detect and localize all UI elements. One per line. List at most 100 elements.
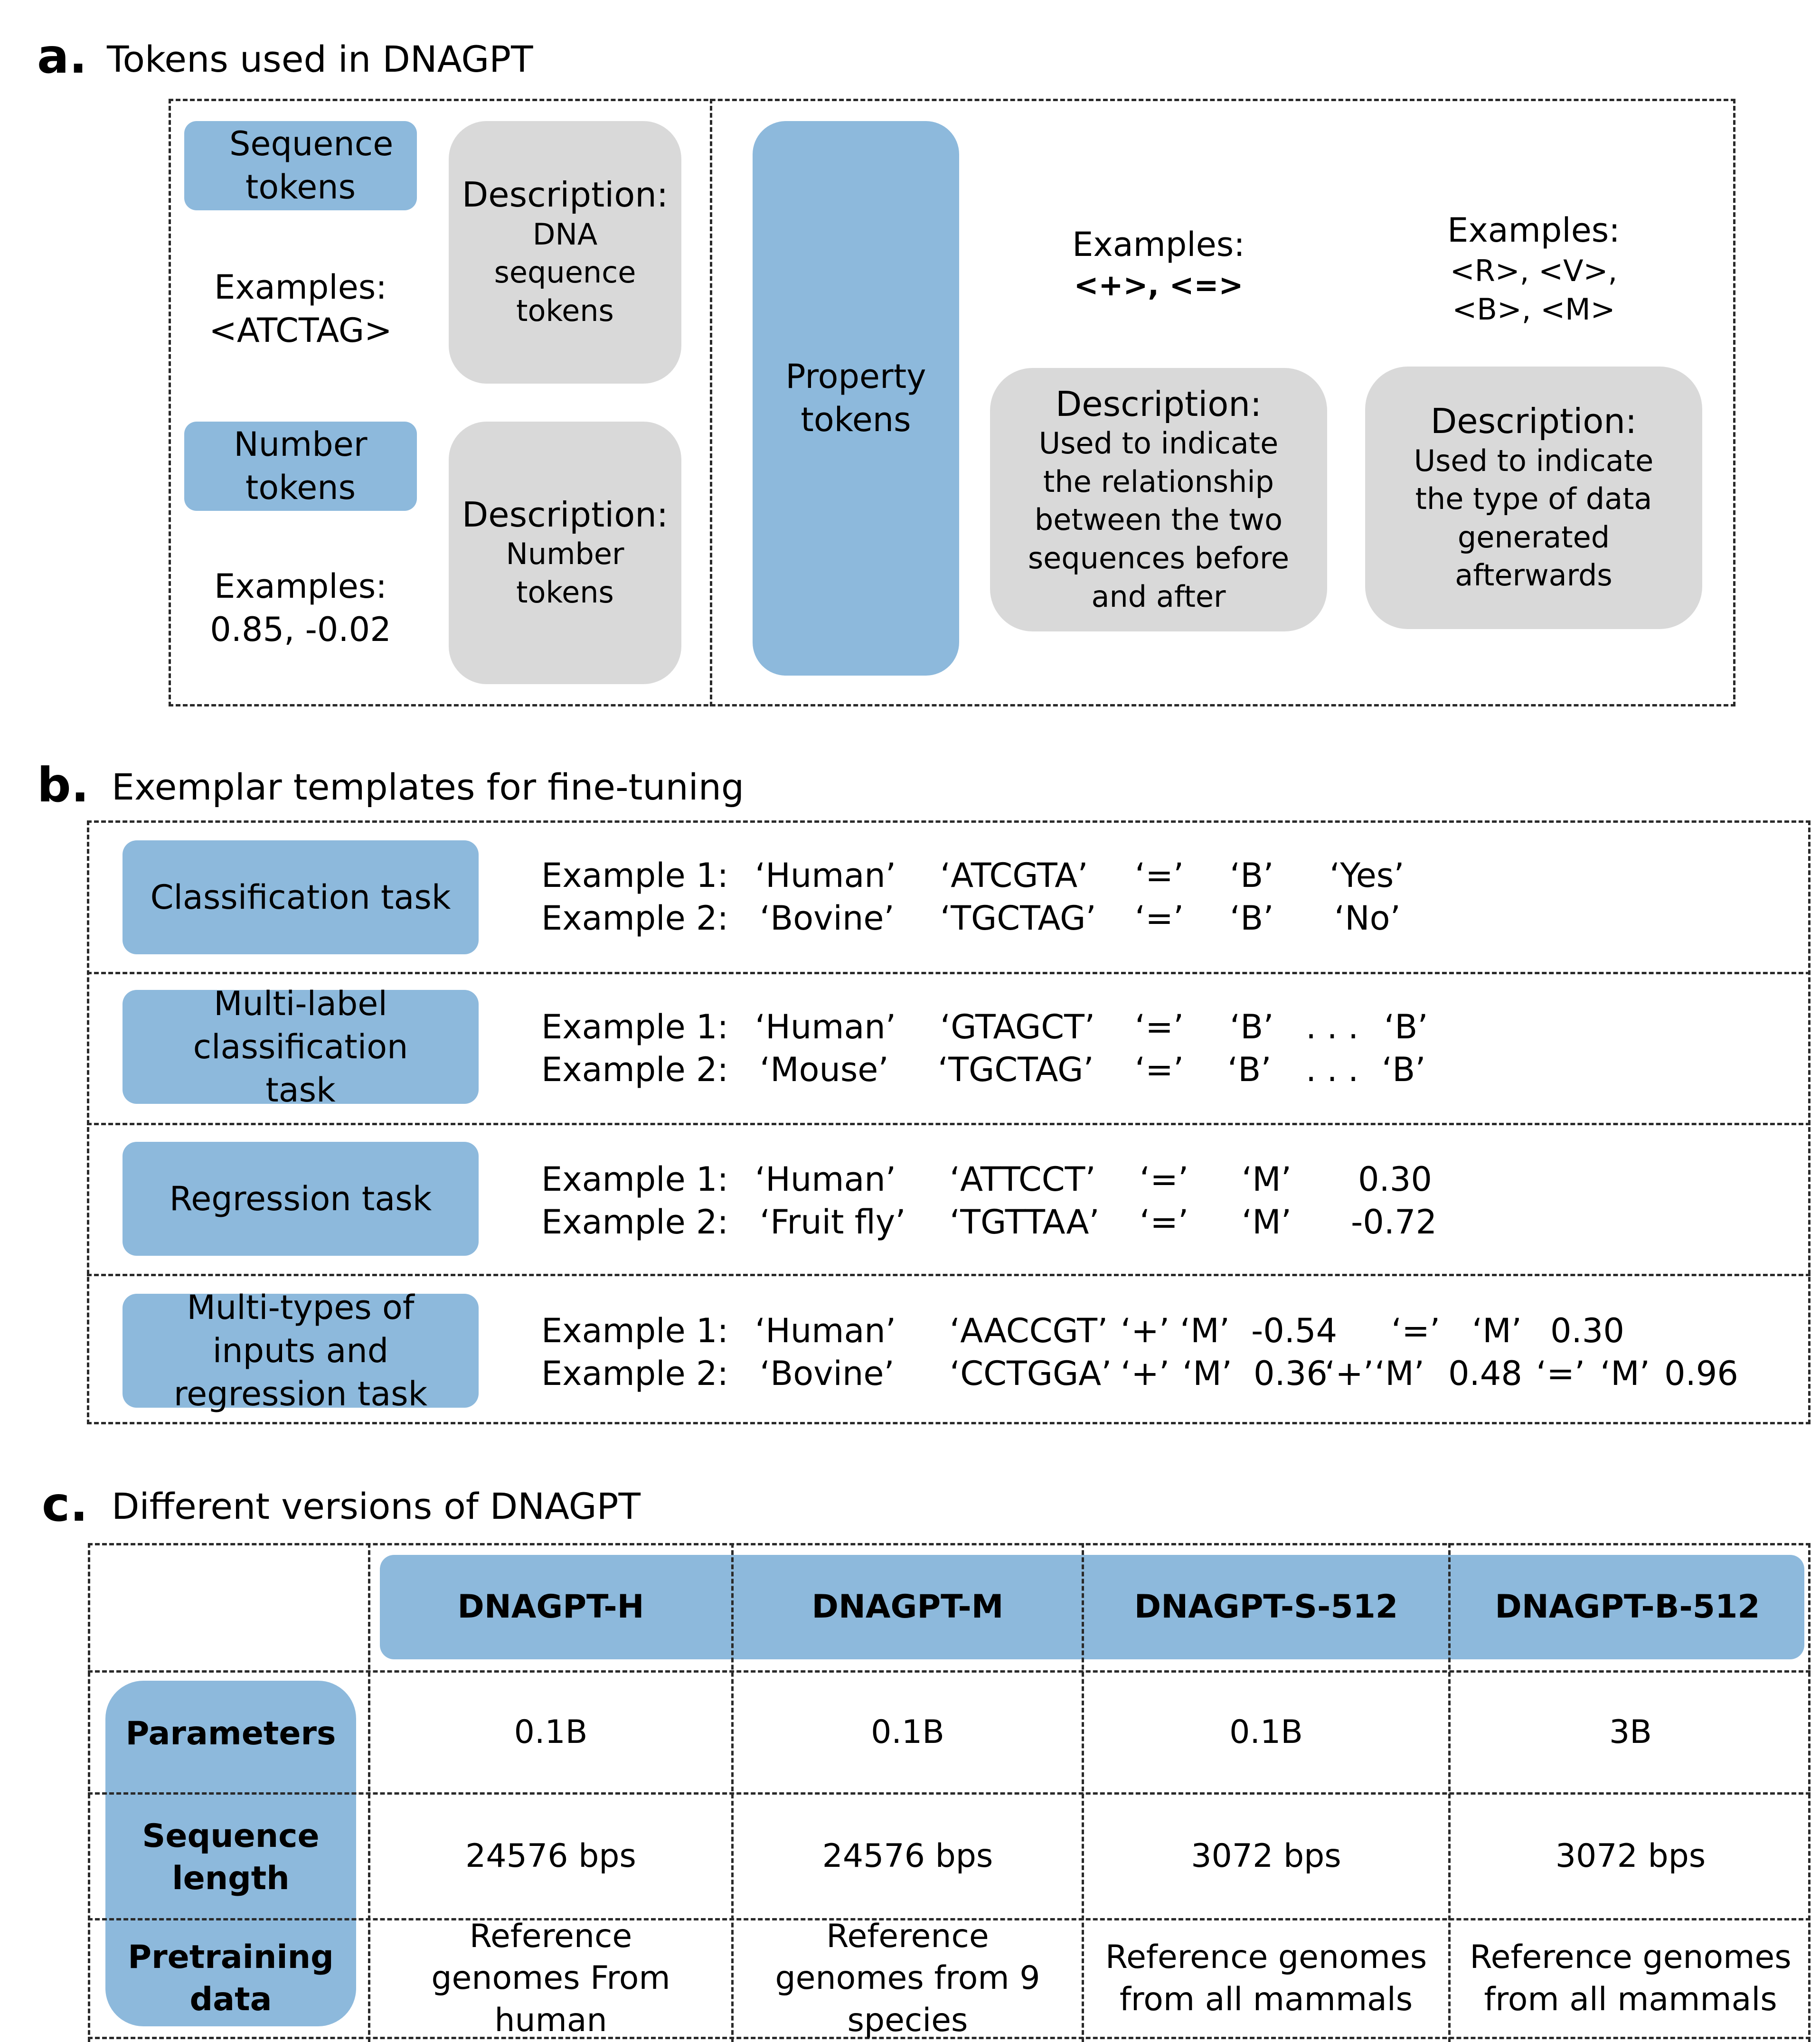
task-box-multitype: Multi-types of inputs and regression tas… [123,1288,479,1413]
example-token: . . . [1306,1050,1359,1089]
example-token: ‘=’ [1135,856,1184,895]
row-label: Sequence length [142,1817,320,1897]
datatype-description-title: Description: [1430,401,1637,442]
example-token: ‘B’ [1230,856,1274,895]
example-token: ‘M’ [1242,1203,1292,1242]
example-token: 0.48 [1448,1354,1522,1393]
panel-b-row-divider [87,1274,1811,1276]
example-token: 0.30 [1550,1311,1624,1350]
panel-b-letter: b. [37,757,89,813]
number-examples: Examples: 0.85, -0.02 [184,565,417,651]
example-token: ‘M’ [1375,1354,1424,1393]
example-token: ‘Mouse’ [760,1050,889,1089]
example-token: -0.72 [1351,1203,1437,1242]
panel-a-letter: a. [37,28,87,84]
example-token: ‘+’ [1121,1354,1170,1393]
example-token: ‘Human’ [755,856,896,895]
panel-c-letter: c. [42,1477,88,1532]
example-token: ‘Human’ [755,1160,896,1199]
table-cell: Reference genomes from all mammals [1105,1938,1427,2018]
table-row-label-band [105,1681,356,2026]
example-token: ‘Human’ [755,1007,896,1046]
example-token: ‘=’ [1140,1203,1189,1242]
example-token: ‘=’ [1135,899,1184,938]
example-token: ‘ATCGTA’ [940,856,1088,895]
example-token: ‘CCTGGA’ [950,1354,1112,1393]
sequence-description-title: Description: [462,175,669,215]
example-token: ‘Human’ [755,1311,896,1350]
example-token: Example 2: [541,1050,729,1089]
number-description-text: Number tokens [506,536,624,610]
relation-description-text: Used to indicate the relationship betwee… [1028,426,1290,614]
sequence-description-box: Description: DNA sequence tokens [449,121,681,384]
sequence-examples: Examples: <ATCTAG> [184,266,417,352]
datatype-examples-line2: <B>, <M> [1452,292,1615,327]
panel-c-title: Different versions of DNAGPT [112,1485,641,1527]
example-token: Example 2: [541,899,729,938]
table-cell: Reference genomes from 9 species [775,1917,1040,2039]
example-token: ‘B’ [1230,899,1274,938]
table-cell: 3072 bps [1555,1837,1706,1875]
column-header: DNAGPT-B-512 [1495,1588,1760,1626]
example-token: ‘=’ [1135,1050,1184,1089]
table-cell: 3B [1609,1713,1652,1751]
table-cell: Reference genomes from all mammals [1470,1938,1792,2018]
relation-description-title: Description: [1055,384,1262,424]
datatype-examples-line1: <R>, <V>, [1450,254,1618,288]
datatype-examples-label: Examples: [1447,211,1620,250]
datatype-description-box: Description: Used to indicate the type o… [1365,367,1702,629]
datatype-description-text: Used to indicate the type of data genera… [1414,443,1654,593]
example-token: 0.96 [1664,1354,1738,1393]
column-header: DNAGPT-H [457,1588,644,1626]
task-label: Regression task [169,1179,432,1218]
table-cell: 0.1B [1229,1713,1303,1751]
example-token: 0.36 [1254,1354,1328,1393]
example-token: ‘=’ [1140,1160,1189,1199]
example-token: Example 2: [541,1203,729,1242]
task-box-multilabel: Multi-label classification task [123,984,479,1110]
number-description-title: Description: [462,494,669,535]
example-token: ‘+’ [1121,1311,1170,1350]
panel-b-row-divider [87,1123,1811,1125]
sequence-tokens-label: Sequence tokens [229,124,394,207]
number-description-box: Description: Number tokens [449,422,681,684]
example-token: 0.30 [1358,1160,1432,1199]
number-tokens-box: Number tokens [184,422,417,511]
sequence-tokens-box: Sequence tokens [184,121,417,210]
table-row-divider [88,2037,1811,2039]
example-token: Example 2: [541,1354,729,1393]
example-token: ‘+’ [1325,1354,1374,1393]
table-cell: 24576 bps [822,1837,993,1875]
table-row-divider [88,1918,1811,1920]
example-token: ‘M’ [1472,1311,1522,1350]
example-token: ‘=’ [1391,1311,1441,1350]
property-tokens-label: Property tokens [785,357,926,439]
column-header: DNAGPT-M [811,1588,1004,1626]
example-token: ‘B’ [1382,1050,1426,1089]
example-token: Example 1: [541,1311,729,1350]
column-header: DNAGPT-S-512 [1134,1588,1398,1626]
example-token: ‘=’ [1536,1354,1585,1393]
task-label: Multi-types of inputs and regression tas… [173,1288,428,1413]
table-cell: 24576 bps [465,1837,636,1875]
sequence-description-text: DNA sequence tokens [494,216,636,328]
table-cell: 0.1B [871,1713,944,1751]
table-row-divider [88,1792,1811,1795]
task-box-regression: Regression task [123,1142,479,1256]
table-cell: 0.1B [514,1713,588,1751]
panel-b-frame [87,820,1811,1424]
panel-b-row-divider [87,972,1811,974]
table-cell: Reference genomes From human [431,1917,670,2039]
example-token: ‘B’ [1227,1050,1272,1089]
example-token: Example 1: [541,1160,729,1199]
example-token: ‘Bovine’ [760,1354,895,1393]
sequence-examples-label: Examples: [214,268,387,307]
panel-a-frame [169,99,1735,706]
example-token: ‘M’ [1242,1160,1292,1199]
panel-a-title: Tokens used in DNAGPT [107,38,533,80]
example-token: ‘Bovine’ [760,899,895,938]
sequence-examples-value: <ATCTAG> [209,311,392,350]
example-token: Example 1: [541,856,729,895]
example-token: ‘ATTCCT’ [950,1160,1096,1199]
example-token: ‘M’ [1180,1311,1230,1350]
